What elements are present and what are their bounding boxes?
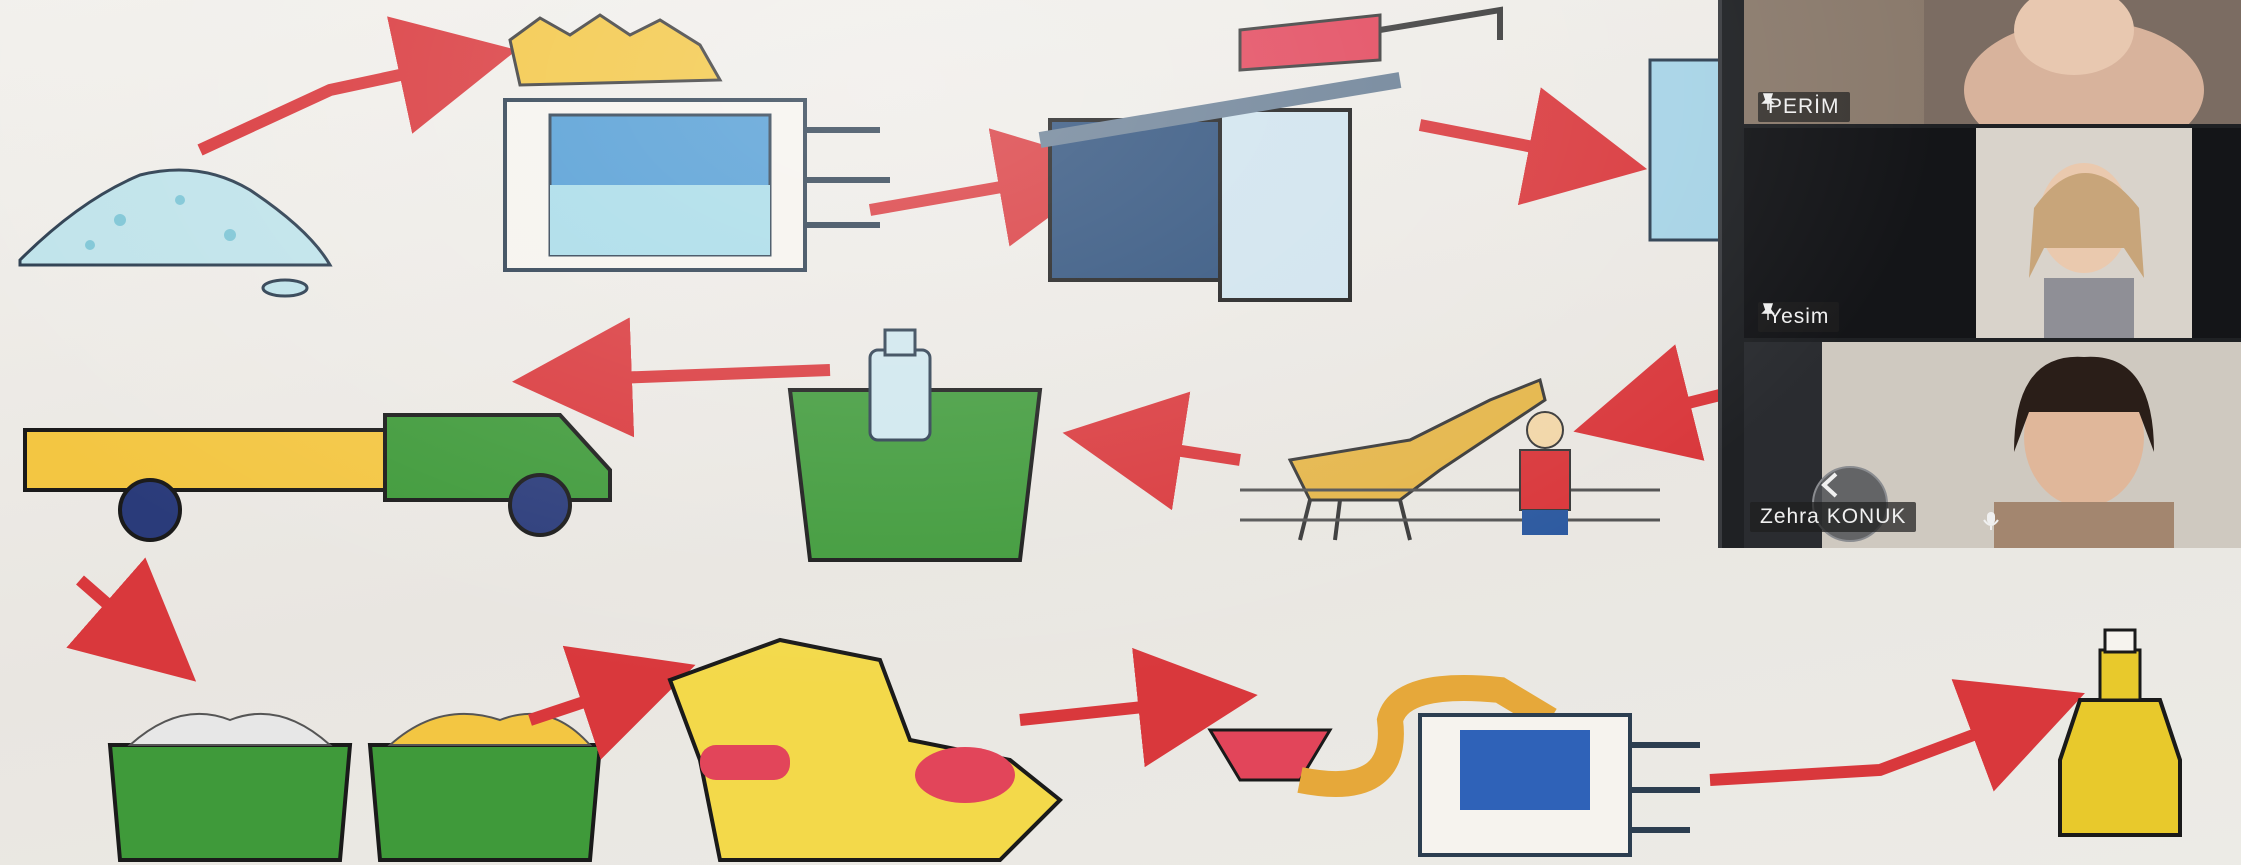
recycling-truck <box>25 415 610 540</box>
arrow-5 <box>1110 440 1240 460</box>
extruder-machine <box>1210 688 1700 855</box>
pin-icon <box>1758 302 1778 322</box>
arrow-9 <box>1020 700 1210 720</box>
microphone-icon <box>1980 510 2002 532</box>
arrow-8 <box>530 680 650 720</box>
arrow-2 <box>870 175 1070 210</box>
participant-name-label: Zehra KONUK <box>1750 502 1916 532</box>
shredder-machine <box>670 640 1060 860</box>
arrow-7 <box>80 580 160 650</box>
recycled-bottle <box>2060 630 2180 835</box>
pin-icon <box>1758 92 1778 112</box>
chevron-left-icon <box>1814 468 1848 502</box>
arrow-6 <box>560 370 830 380</box>
video-participants-panel: PERİM Yesim Zehra KONUK <box>1718 0 2241 548</box>
arrow-10 <box>1710 710 2040 780</box>
mold-machine <box>1040 10 1500 300</box>
participant-name-label: Yesim <box>1758 302 1839 332</box>
plastic-pellets-pile <box>20 170 330 296</box>
giraffe-and-child <box>1240 380 1660 540</box>
participant-tile-perim[interactable]: PERİM <box>1744 0 2241 124</box>
participant-name-label: PERİM <box>1758 92 1850 122</box>
melting-machine <box>505 15 890 270</box>
sorting-bins <box>110 714 600 860</box>
arrow-1 <box>200 60 470 150</box>
arrow-3 <box>1420 125 1600 160</box>
participant-tile-zehra[interactable]: Zehra KONUK <box>1744 342 2241 548</box>
participant-tile-yesim[interactable]: Yesim <box>1744 128 2241 338</box>
